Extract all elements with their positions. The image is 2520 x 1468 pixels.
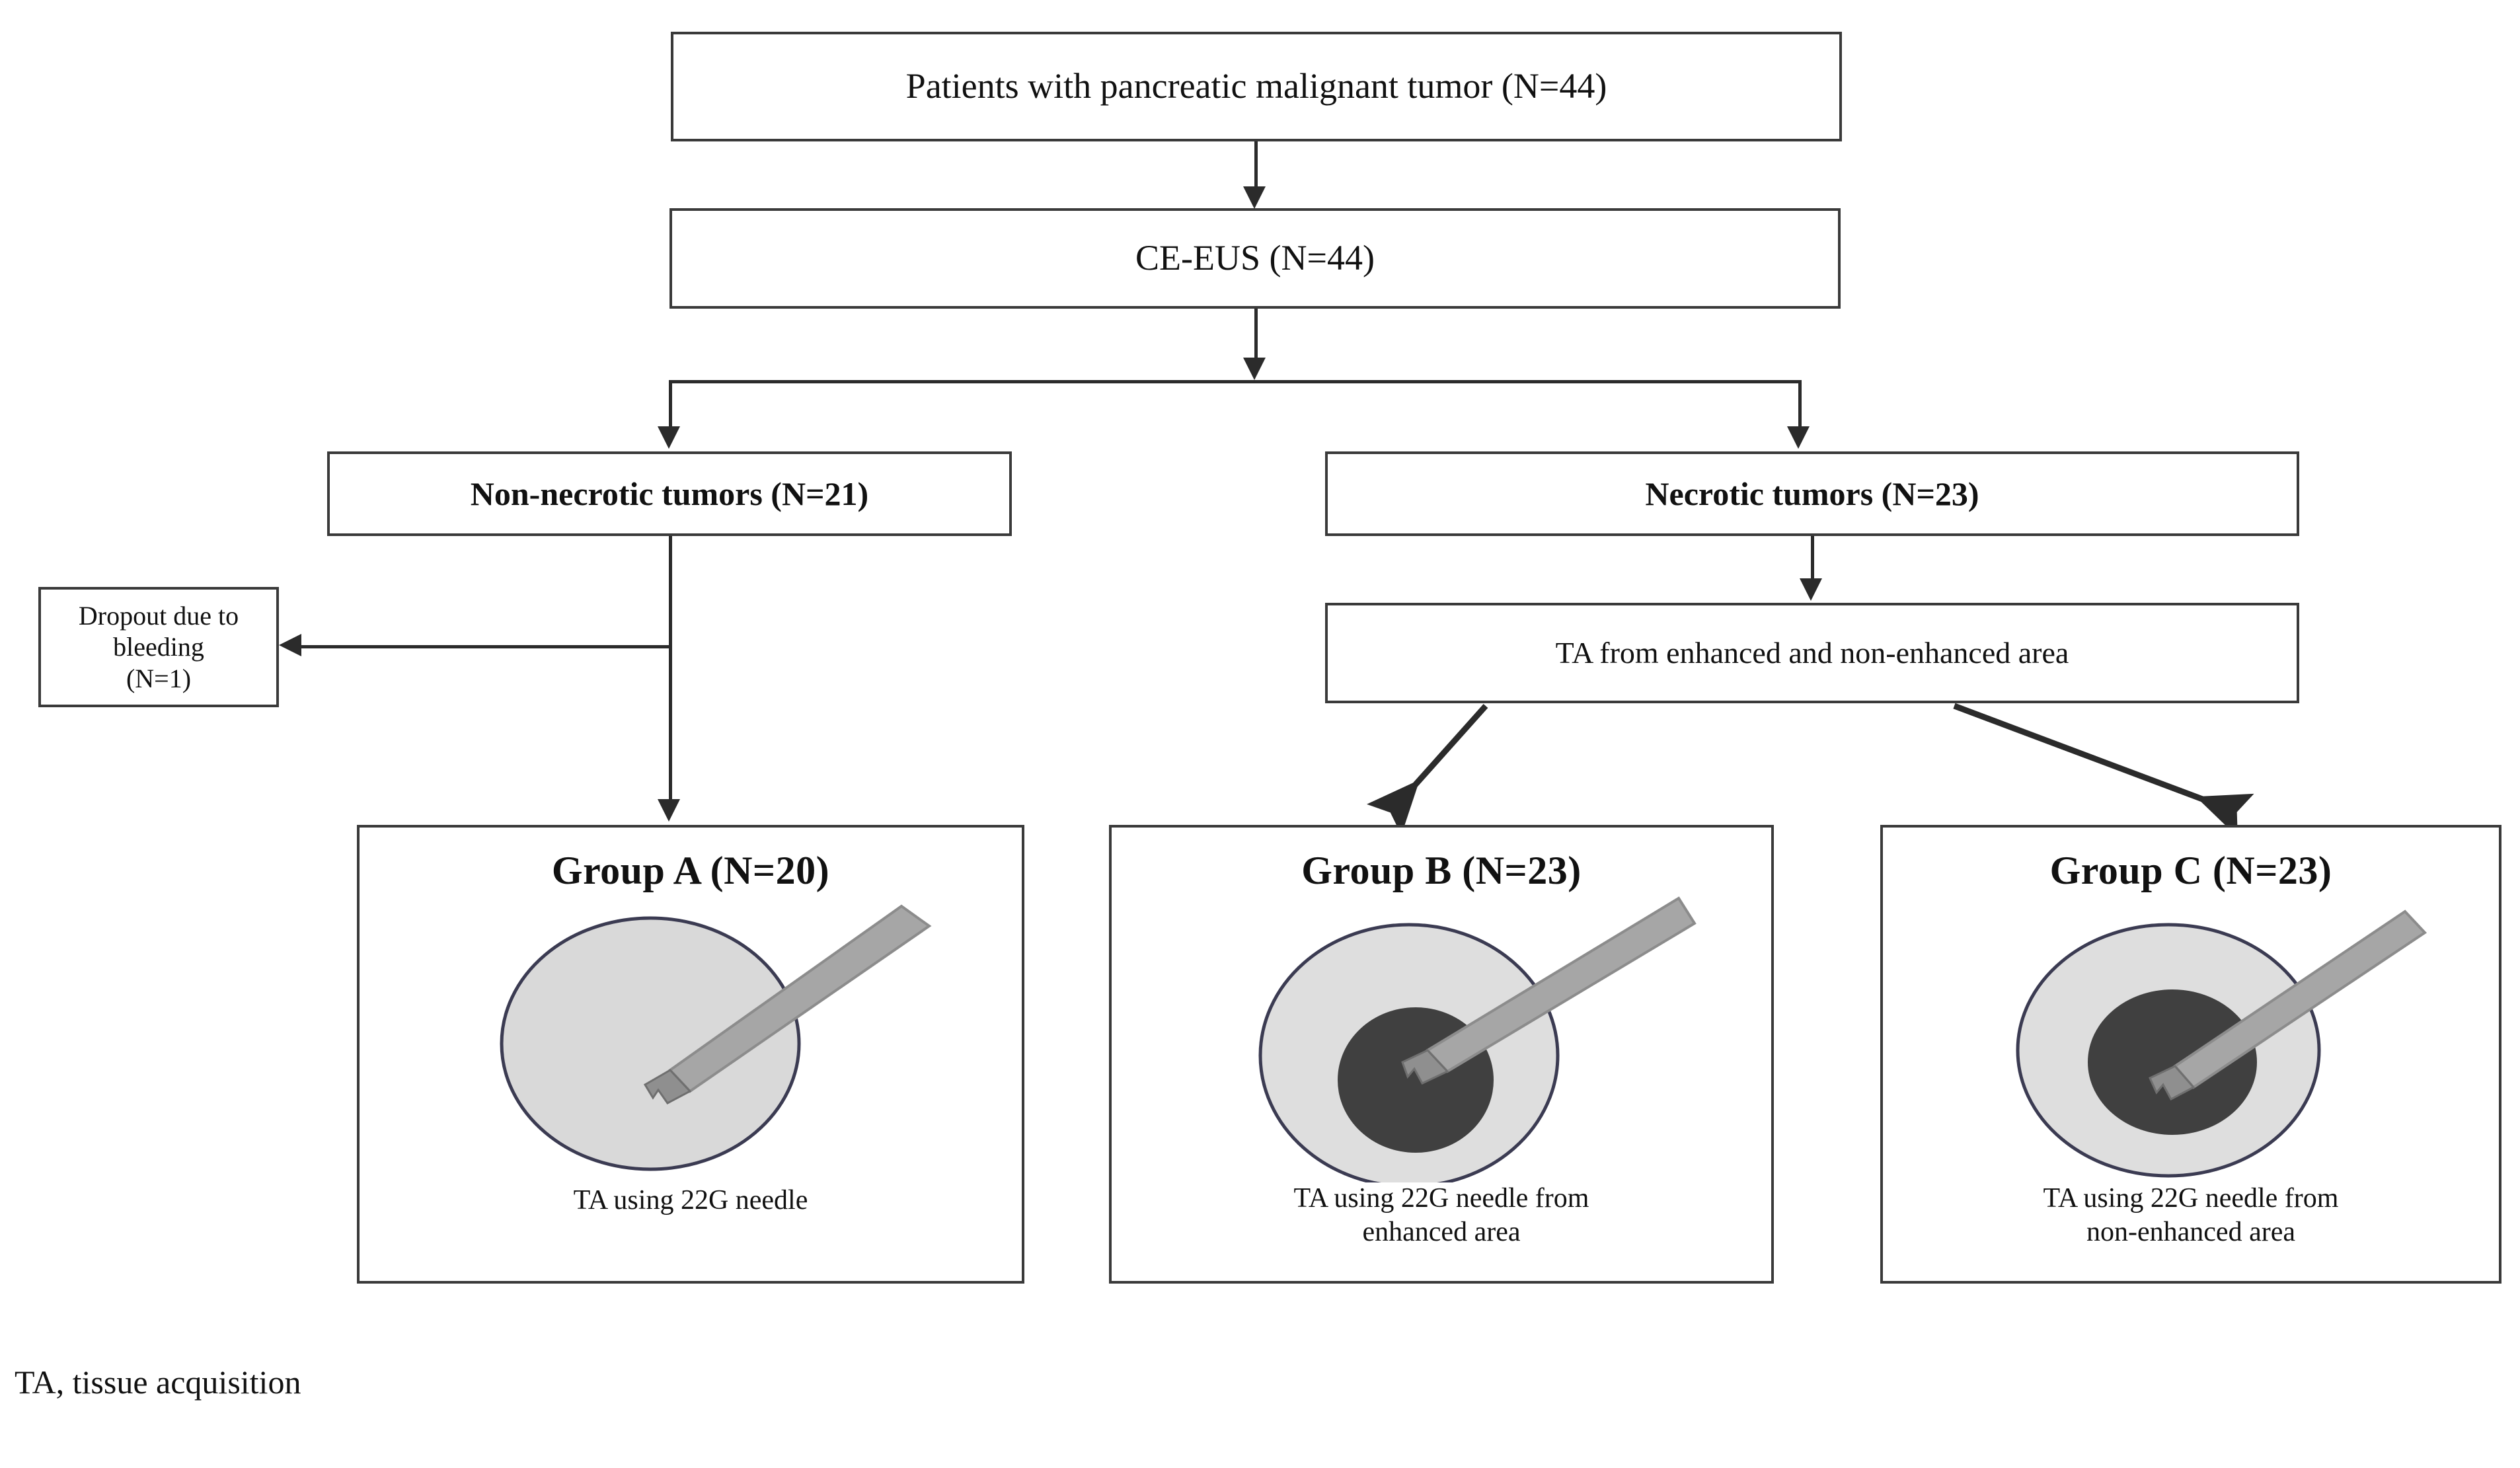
arrowhead-enrolled-to-ceeus: [1243, 186, 1266, 209]
group-b-title: Group B (N=23): [1301, 849, 1582, 892]
node-dropout-bleeding: Dropout due to bleeding (N=1): [38, 587, 279, 707]
node-enrolled-patients: Patients with pancreatic malignant tumor…: [671, 32, 1842, 141]
arrowhead-non-necrotic-to-group-a: [658, 799, 680, 822]
connector-ta-to-group-b: [1367, 704, 1488, 835]
node-non-necrotic-tumors-label: Non-necrotic tumors (N=21): [470, 475, 869, 512]
node-necrotic-tumors-label: Necrotic tumors (N=23): [1645, 475, 1979, 512]
necrotic-core-ellipse-c: [2088, 989, 2257, 1135]
tumor-illustration-b: [1258, 896, 1697, 1182]
node-ta-split-label: TA from enhanced and non-enhanced area: [1555, 635, 2069, 670]
needle-tip-b: [1401, 1049, 1449, 1085]
group-b-figure: [1112, 892, 1771, 1182]
connector-split-to-necrotic: [1798, 380, 1802, 428]
connector-ceeus-to-split: [1254, 309, 1258, 359]
node-ce-eus: CE-EUS (N=44): [669, 208, 1841, 309]
footnote-abbreviation: TA, tissue acquisition: [15, 1364, 301, 1401]
group-c-caption-line2: non-enhanced area: [2086, 1216, 2295, 1247]
group-a-figure: [360, 892, 1022, 1184]
node-non-necrotic-tumors: Non-necrotic tumors (N=21): [327, 451, 1012, 536]
connector-to-dropout: [301, 645, 671, 648]
tumor-illustration-c: [2016, 909, 2427, 1178]
group-a-caption: TA using 22G needle: [573, 1184, 808, 1216]
connector-split-to-non-necrotic: [669, 380, 672, 428]
connector-necrotic-to-ta: [1811, 536, 1814, 580]
connector-enrolled-to-ceeus: [1254, 141, 1258, 188]
arrowhead-ceeus-to-split: [1243, 358, 1266, 380]
connector-non-necrotic-to-group-a: [669, 536, 672, 800]
arrowhead-split-to-necrotic: [1787, 426, 1810, 449]
group-b-caption: TA using 22G needle from enhanced area: [1112, 1182, 1771, 1249]
node-ce-eus-label: CE-EUS (N=44): [1135, 238, 1375, 278]
group-box-c: Group C (N=23) TA using 22G needle from …: [1880, 825, 2501, 1284]
group-c-figure: [1883, 892, 2499, 1182]
tumor-illustration-a: [500, 904, 932, 1171]
tumor-body-ellipse-a: [500, 916, 801, 1171]
node-dropout-bleeding-label: Dropout due to bleeding (N=1): [41, 600, 276, 694]
group-b-caption-line2: enhanced area: [1362, 1216, 1521, 1247]
arrowhead-to-dropout: [279, 634, 301, 656]
node-enrolled-patients-label: Patients with pancreatic malignant tumor…: [905, 66, 1607, 106]
arrowhead-split-to-non-necrotic: [658, 426, 680, 449]
group-c-caption-line1: TA using 22G needle from: [2043, 1182, 2339, 1214]
node-necrotic-tumors: Necrotic tumors (N=23): [1325, 451, 2299, 536]
arrowhead-necrotic-to-ta: [1800, 578, 1822, 601]
group-b-caption-line1: TA using 22G needle from: [1293, 1182, 1589, 1214]
group-c-caption: TA using 22G needle from non-enhanced ar…: [1883, 1182, 2499, 1249]
needle-tip-c: [2149, 1065, 2195, 1101]
node-dropout-bleeding-line2: (N=1): [126, 663, 192, 693]
group-box-b: Group B (N=23) TA using 22G needle from …: [1109, 825, 1774, 1284]
group-a-title: Group A (N=20): [551, 849, 830, 892]
node-ta-split: TA from enhanced and non-enhanced area: [1325, 603, 2299, 703]
connector-split-bar: [669, 380, 1802, 383]
connector-ta-to-group-c: [1953, 703, 2254, 837]
group-box-a: Group A (N=20) TA using 22G needle: [357, 825, 1024, 1284]
group-c-title: Group C (N=23): [2049, 849, 2332, 892]
needle-tip-a: [643, 1069, 692, 1104]
node-dropout-bleeding-line1: Dropout due to bleeding: [78, 601, 239, 662]
